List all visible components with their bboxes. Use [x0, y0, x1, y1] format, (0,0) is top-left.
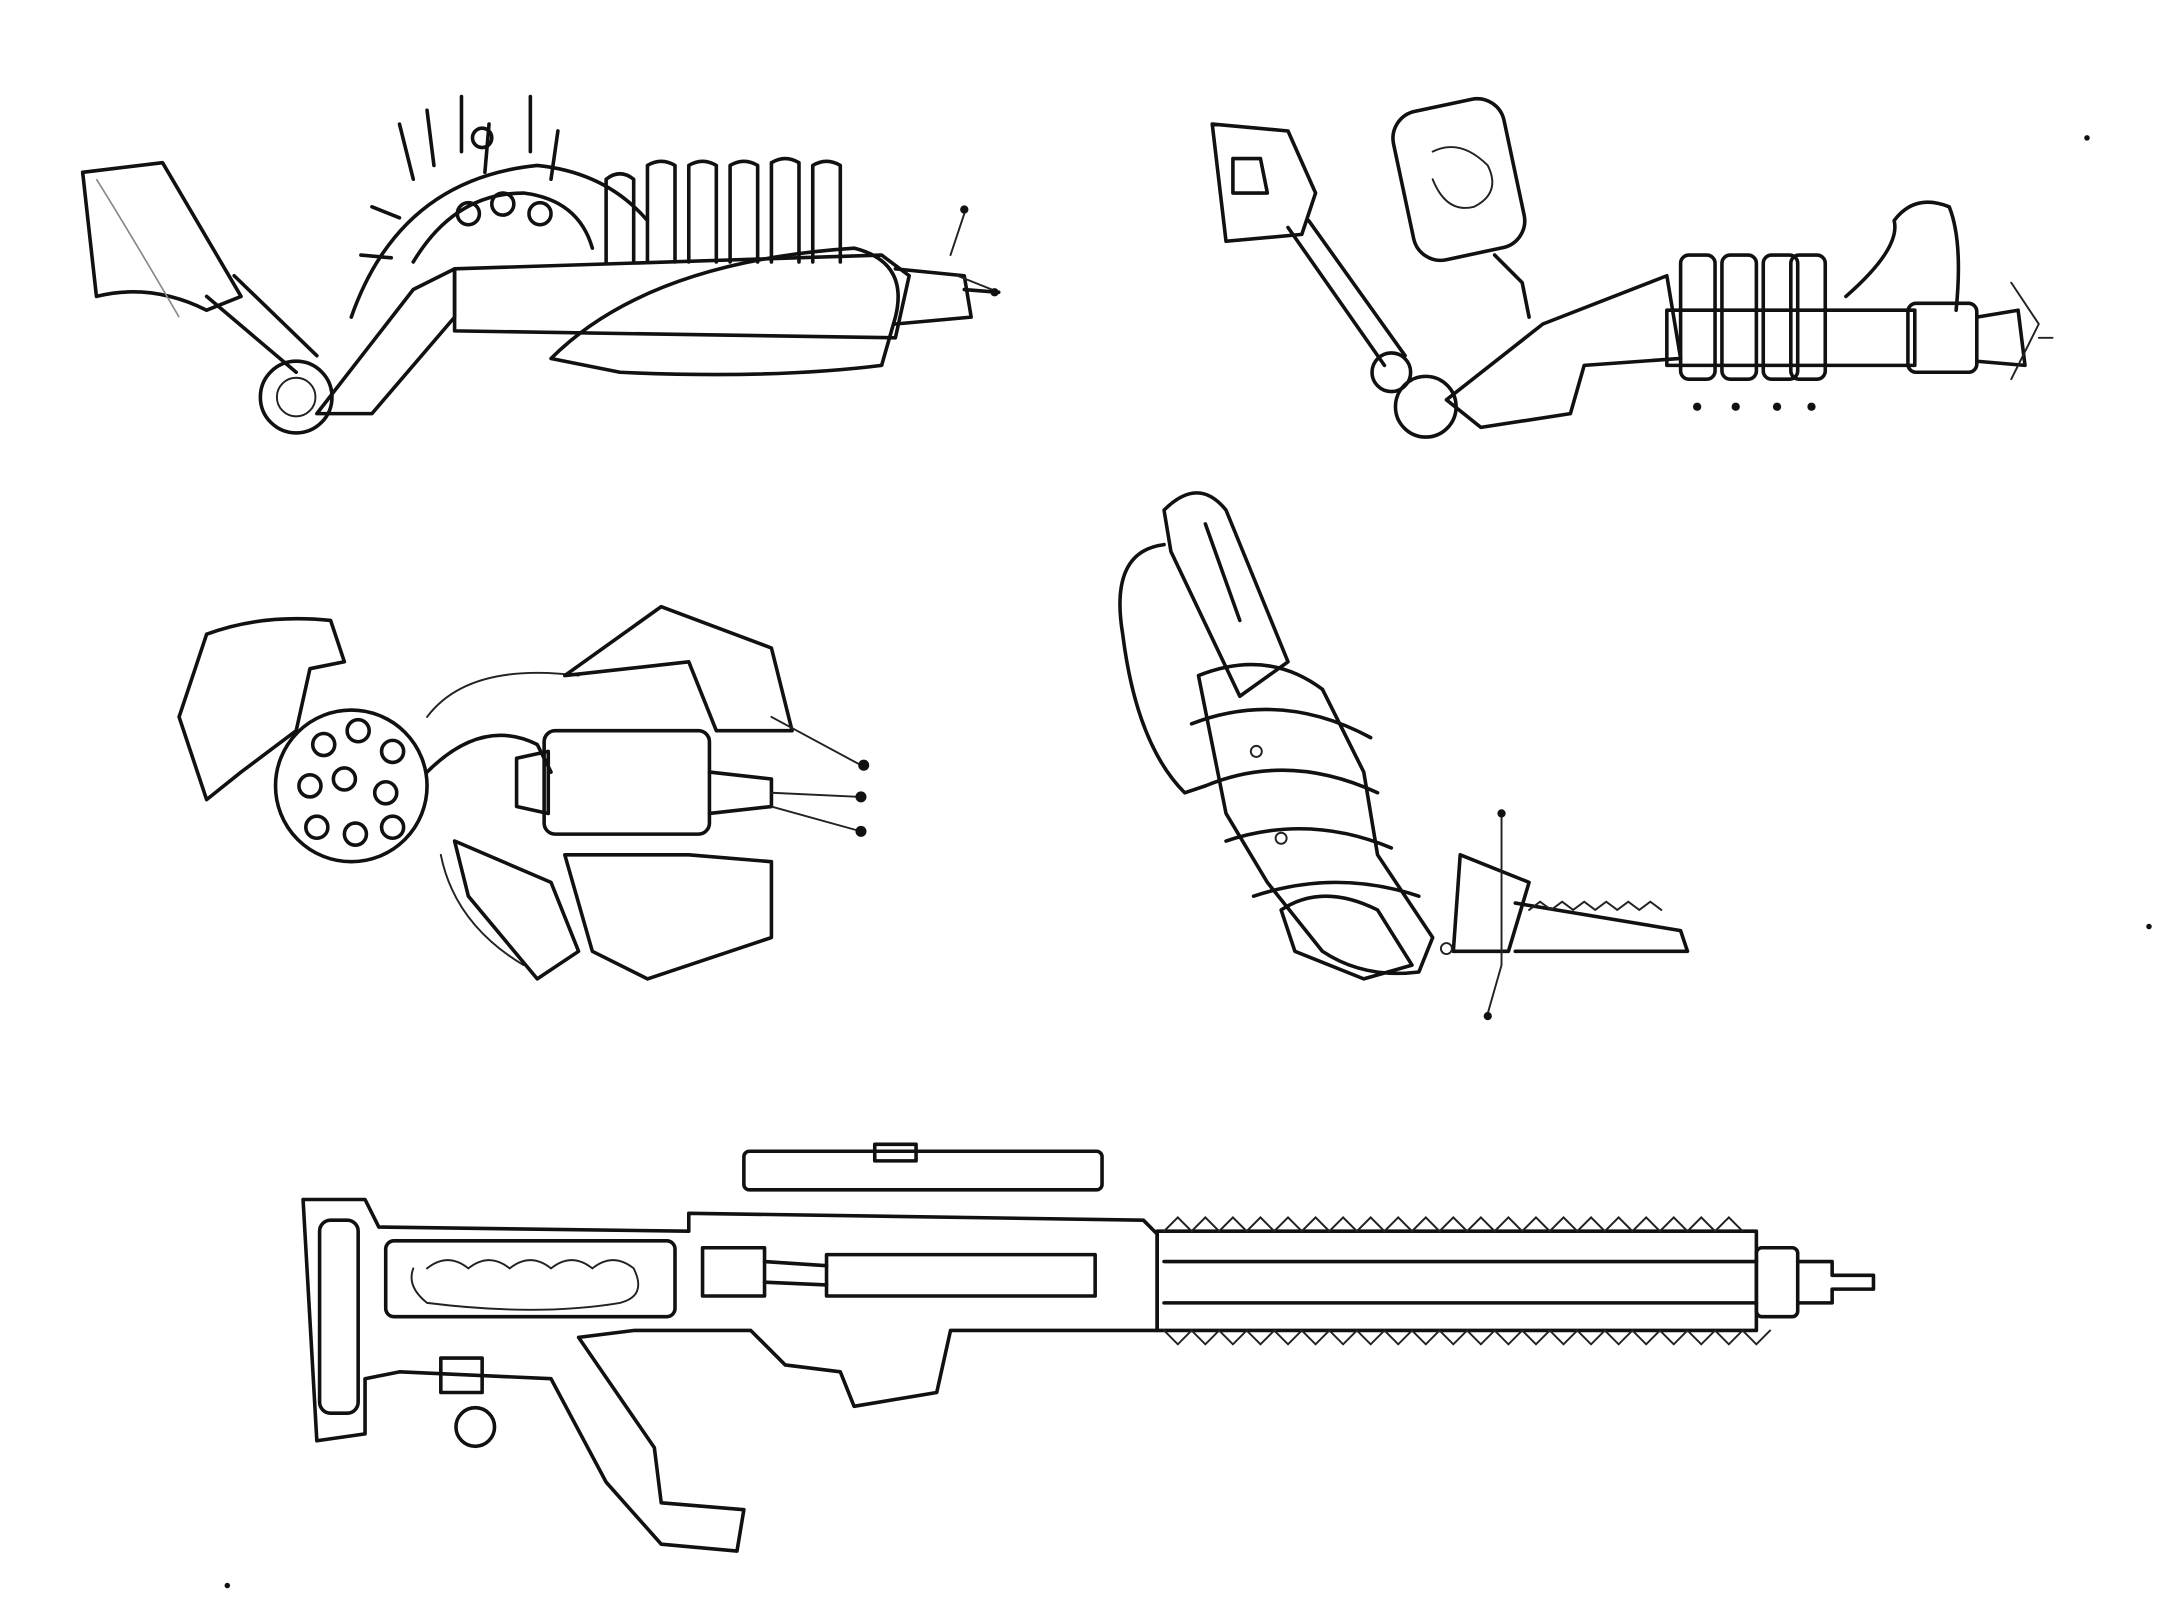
sketch-serrated-rifle — [301, 1142, 1876, 1553]
sketch-cylinder-armored-weapon — [177, 604, 870, 981]
sketch-spiked-drum-weapon — [80, 94, 1001, 435]
sketch-segmented-saw-weapon — [1118, 491, 1690, 1021]
sketch-tube-arm-weapon — [1210, 96, 2054, 439]
